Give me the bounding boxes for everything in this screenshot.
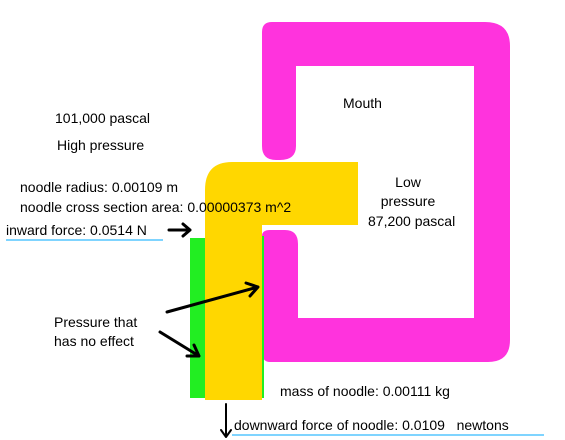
mouth-shape [262, 22, 510, 362]
noodle-area-label: noodle cross section area: 0.00000373 m^… [20, 199, 292, 215]
noodle [205, 162, 358, 400]
noodle-radius-label: noodle radius: 0.00109 m [20, 179, 178, 195]
no-effect-label-line2: has no effect [54, 333, 134, 349]
inward-force-arrow [167, 222, 192, 238]
inside-pressure-desc-line2: pressure [380, 193, 436, 209]
inside-pressure-label: 87,200 pascal [368, 213, 456, 229]
outside-pressure-label: 101,000 pascal [55, 110, 150, 126]
arrows [158, 222, 260, 438]
mouth-label: Mouth [343, 95, 382, 111]
inside-pressure-desc-line1: Low [395, 174, 421, 190]
noodle-mass-label: mass of noodle: 0.00111 kg [280, 383, 450, 399]
noodle-body [205, 162, 358, 400]
no-effect-label-line1: Pressure that [54, 314, 138, 330]
underlines [6, 239, 544, 436]
outside-pressure-desc: High pressure [57, 137, 145, 153]
inward-force-label: inward force: 0.0514 N [6, 222, 147, 238]
left-pressure-band [190, 238, 208, 398]
pressure-arrow-upper [165, 281, 260, 314]
mouth-upper-lip [262, 22, 510, 362]
pressure-arrow-lower [158, 330, 201, 358]
downward-force-arrow [220, 403, 232, 438]
downward-force-label: downward force of noodle: 0.0109 newtons [234, 417, 509, 433]
